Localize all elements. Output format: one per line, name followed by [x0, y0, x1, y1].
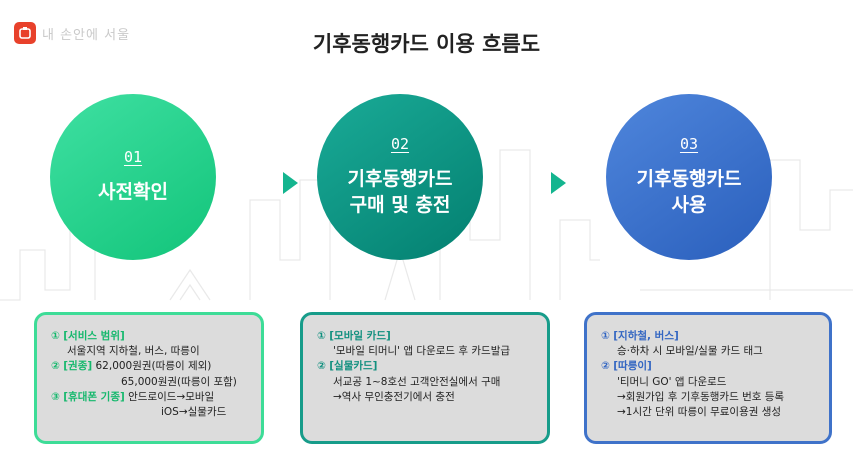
info-line: →역사 무인충전기에서 충전 — [333, 390, 455, 403]
section-title: [모바일 카드] — [329, 330, 391, 342]
info-line: →회원가입 후 기후동행카드 번호 등록 — [617, 390, 785, 403]
info-box-precheck: ① [서비스 범위] 서울지역 지하철, 버스, 따릉이 ② [권종] 62,0… — [34, 312, 264, 444]
info-line: 승·하차 시 모바일/실물 카드 태그 — [617, 345, 763, 358]
section-title: [따릉이] — [613, 360, 652, 373]
seoul-logo: 내 손안에 서울 — [14, 22, 130, 44]
step-circle-2: 02 기후동행카드 구매 및 충전 — [317, 94, 483, 260]
section-title: [권종] — [63, 360, 93, 373]
page-title: 기후동행카드 이용 흐름도 — [312, 32, 541, 56]
section-marker: ② — [601, 360, 610, 373]
info-line: 안드로이드→모바일 — [128, 390, 215, 403]
section-marker: ① — [51, 330, 60, 342]
step-name: 기후동행카드 구매 및 충전 — [347, 168, 453, 216]
section-title: [실물카드] — [329, 360, 378, 373]
section-marker: ③ — [51, 390, 60, 403]
info-line: 62,000원권(따릉이 제외) — [95, 360, 212, 373]
info-line: 서울지역 지하철, 버스, 따릉이 — [67, 345, 200, 358]
section-header: ② [실물카드] — [317, 359, 537, 374]
section-title: [휴대폰 기종] — [63, 390, 125, 403]
step-name: 기후동행카드 사용 — [636, 168, 742, 216]
section-header: ① [모바일 카드] — [317, 329, 537, 344]
section-marker: ② — [51, 360, 60, 373]
section-title: [지하철, 버스] — [613, 330, 679, 342]
info-line: iOS→실물카드 — [161, 406, 227, 419]
arrow-right-icon — [551, 172, 566, 194]
section-marker: ② — [317, 360, 326, 373]
section-title: [서비스 범위] — [63, 330, 125, 342]
info-box-usage: ① [지하철, 버스] 승·하차 시 모바일/실물 카드 태그 ② [따릉이] … — [584, 312, 832, 444]
info-line: '모바일 티머니' 앱 다운로드 후 카드발급 — [333, 345, 511, 358]
step-number: 01 — [123, 148, 143, 167]
step-number: 03 — [679, 135, 699, 154]
step-number: 02 — [390, 135, 410, 154]
section-header: ① [서비스 범위] — [51, 329, 251, 344]
info-box-purchase: ① [모바일 카드] '모바일 티머니' 앱 다운로드 후 카드발급 ② [실물… — [300, 312, 550, 444]
section-header: ① [지하철, 버스] — [601, 329, 819, 344]
section-marker: ① — [601, 330, 610, 342]
section-header: ② [권종] 62,000원권(따릉이 제외) — [51, 359, 251, 374]
info-line: '티머니 GO' 앱 다운로드 — [617, 375, 727, 388]
info-line: →1시간 단위 따릉이 무료이용권 생성 — [617, 406, 782, 419]
section-header: ② [따릉이] — [601, 359, 819, 374]
seoul-badge-icon — [14, 22, 36, 44]
section-header: ③ [휴대폰 기종] 안드로이드→모바일 — [51, 390, 251, 405]
step-circle-3: 03 기후동행카드 사용 — [606, 94, 772, 260]
arrow-right-icon — [283, 172, 298, 194]
step-circle-1: 01 사전확인 — [50, 94, 216, 260]
section-marker: ① — [317, 330, 326, 342]
info-line: 서교공 1~8호선 고객안전실에서 구매 — [333, 375, 501, 388]
step-name: 사전확인 — [98, 181, 168, 204]
info-line: 65,000원권(따릉이 포함) — [121, 375, 237, 388]
logo-text: 내 손안에 서울 — [42, 27, 131, 43]
